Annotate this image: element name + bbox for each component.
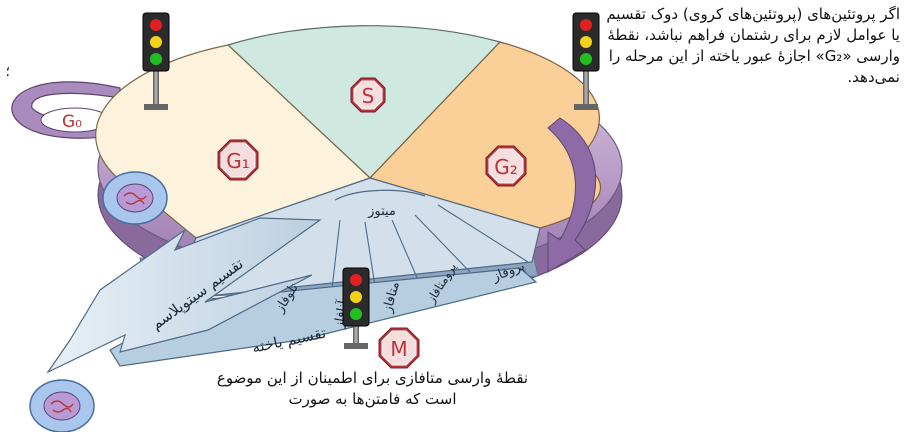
cell-icon-lower — [29, 379, 95, 433]
mitosis-label: میتوز — [367, 204, 396, 219]
left-edge-text: ؛ — [5, 64, 10, 80]
cytokinesis-arrow — [46, 217, 322, 374]
mitosis-arc — [334, 189, 426, 201]
g2-badge: G₂ — [485, 145, 527, 187]
s-badge-label: S — [362, 84, 375, 108]
g0-label: G₀ — [62, 112, 82, 132]
g2-checkpoint-caption: اگر پروتئین‌های (پروتئین‌های کروی) دوک ت… — [606, 5, 900, 86]
s-badge: S — [350, 77, 386, 113]
g1-badge: G₁ — [217, 139, 259, 181]
traffic-light-g1-icon — [142, 12, 170, 110]
g2-badge-label: G₂ — [494, 155, 518, 179]
m-checkpoint-caption: نقطهٔ وارسی متافازی برای اطمینان از این … — [216, 369, 529, 408]
cell-icon-upper — [102, 171, 168, 225]
m-badge: M — [378, 327, 420, 369]
traffic-light-m-icon — [342, 267, 370, 349]
ring-arrow-right — [547, 117, 597, 273]
m-badge-label: M — [390, 337, 407, 361]
g1-badge-label: G₁ — [226, 149, 250, 173]
traffic-light-g2-icon — [572, 12, 600, 110]
